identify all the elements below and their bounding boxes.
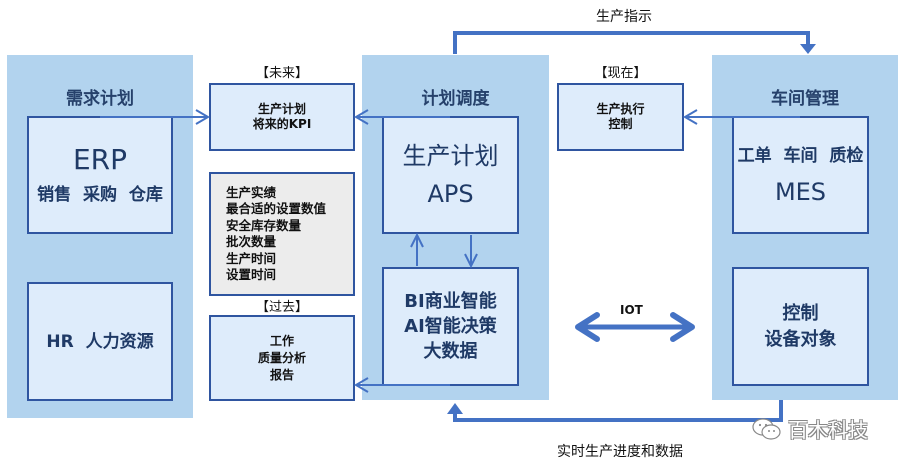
control-line: 控制 xyxy=(782,302,819,324)
info-line: 批次数量 xyxy=(226,234,277,249)
scheduling-title: 计划调度 xyxy=(421,89,490,109)
erp-to-future-arrow xyxy=(100,109,210,125)
erp-box: ERP 销售 采购 仓库 xyxy=(27,116,173,234)
future-kpi-box: 生产计划 将来的KPI xyxy=(209,83,355,151)
info-line: 生产时间 xyxy=(226,250,277,266)
iot-label: IOT xyxy=(620,303,643,317)
watermark-text: 百木科技 xyxy=(788,418,868,442)
control-line: 设备对象 xyxy=(764,328,837,350)
demand-planning-title: 需求计划 xyxy=(66,89,134,109)
erp-title: ERP xyxy=(72,143,128,176)
info-line: 设置时间 xyxy=(226,267,277,282)
aps-to-bi-arrow xyxy=(464,235,478,269)
past-tag: 【过去】 xyxy=(255,300,308,315)
now-line: 控制 xyxy=(608,117,633,131)
info-line: 安全库存数量 xyxy=(226,217,302,233)
bi-line: AI智能决策 xyxy=(404,316,497,337)
production-instruction-arrow xyxy=(453,31,816,54)
wechat-icon xyxy=(752,417,781,440)
bi-box: BI商业智能 AI智能决策 大数据 xyxy=(382,267,519,386)
past-line: 工作 xyxy=(269,333,294,348)
now-line: 生产执行 xyxy=(596,102,645,116)
hr-label: HR 人力资源 xyxy=(46,331,154,352)
realtime-data-label: 实时生产进度和数据 xyxy=(557,444,683,460)
mes-subtitle: MES xyxy=(774,178,827,206)
now-execution-box: 生产执行 控制 xyxy=(557,83,684,151)
aps-box: 生产计划 APS xyxy=(382,116,519,234)
aps-title: 生产计划 xyxy=(402,142,499,170)
aps-subtitle: APS xyxy=(427,180,474,208)
mes-to-now-arrow xyxy=(683,109,800,125)
future-tag: 【未来】 xyxy=(255,66,308,81)
bi-to-past-arrow xyxy=(354,377,450,393)
past-report-box: 工作 质量分析 报告 xyxy=(209,315,355,401)
mes-title: 工单 车间 质检 xyxy=(737,146,864,166)
control-box: 控制 设备对象 xyxy=(732,267,869,386)
mes-box: 工单 车间 质检 MES xyxy=(732,116,869,234)
production-info-box: 生产实绩 最合适的设置数值 安全库存数量 批次数量 生产时间 设置时间 xyxy=(209,172,355,296)
bi-line: 大数据 xyxy=(423,341,478,362)
bi-to-aps-arrow xyxy=(410,232,424,266)
workshop-title: 车间管理 xyxy=(771,89,839,109)
production-instruction-label: 生产指示 xyxy=(596,9,652,25)
future-line: 生产计划 xyxy=(257,102,306,116)
iot-double-arrow xyxy=(575,312,695,342)
aps-to-future-arrow xyxy=(354,109,450,125)
info-line: 生产实绩 xyxy=(226,184,277,200)
past-line: 质量分析 xyxy=(257,350,306,365)
watermark: 百木科技 xyxy=(752,414,868,443)
now-tag: 【现在】 xyxy=(594,66,647,81)
hr-box: HR 人力资源 xyxy=(27,282,173,401)
future-line: 将来的KPI xyxy=(252,117,312,131)
realtime-data-arrow xyxy=(447,400,783,422)
bi-line: BI商业智能 xyxy=(404,291,497,312)
info-line: 最合适的设置数值 xyxy=(226,201,327,216)
past-line: 报告 xyxy=(269,367,294,382)
erp-subtitle: 销售 采购 仓库 xyxy=(37,185,163,205)
